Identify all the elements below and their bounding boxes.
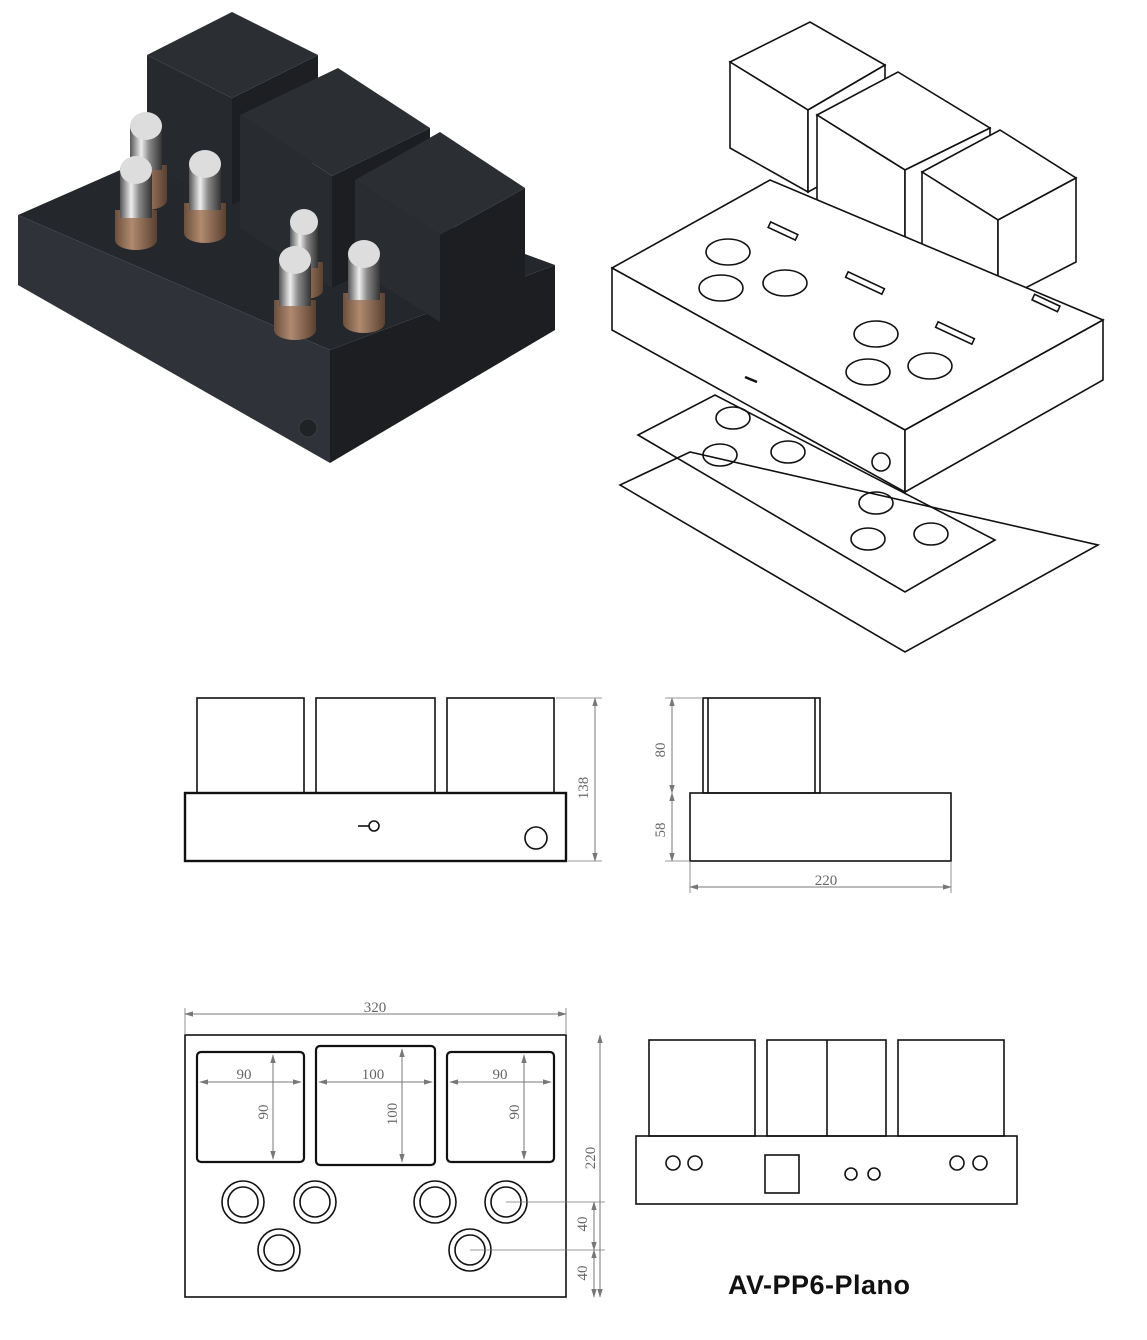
side-dimensions: 80 58 220	[653, 697, 952, 893]
top-view	[184, 1034, 567, 1298]
dim-tx-mid-w: 100	[362, 1067, 385, 1083]
top-dimensions: 320 220 90 90 100 100 90 90 40 40	[184, 1000, 605, 1298]
shaded-render	[18, 12, 555, 463]
dim-tx-right-h: 90	[507, 1105, 523, 1120]
rear-panel-view	[635, 1039, 1018, 1205]
exploded-view	[610, 21, 1105, 653]
dim-side-depth: 220	[815, 873, 838, 889]
front-elevation	[183, 697, 568, 863]
tube-6	[343, 240, 385, 333]
tube-5	[274, 246, 316, 340]
tube-3	[184, 150, 226, 243]
front-height-dimension: 138	[556, 697, 602, 862]
dim-tx-mid-h: 100	[385, 1103, 401, 1126]
chassis-side	[330, 265, 555, 463]
dim-front-height: 138	[576, 777, 592, 800]
power-inlet-icon	[764, 1154, 800, 1194]
transformer-right	[355, 132, 525, 322]
power-switch-icon	[298, 418, 318, 438]
rca-jack-icon	[665, 1155, 681, 1171]
top-socket-1	[221, 1180, 265, 1224]
top-socket-3	[413, 1180, 457, 1224]
dim-side-chassis: 58	[653, 823, 669, 838]
dim-top-width: 320	[364, 1000, 387, 1016]
dim-side-transformer: 80	[653, 743, 669, 758]
dim-top-depth: 220	[583, 1147, 599, 1170]
tube-2	[115, 156, 157, 250]
dim-socket-spacing: 40	[575, 1217, 591, 1232]
dim-tx-left-h: 90	[256, 1105, 272, 1120]
exploded-bottom-plate	[618, 451, 1101, 653]
dim-tx-left-w: 90	[237, 1067, 252, 1083]
chassis-front	[18, 215, 330, 463]
top-socket-2	[293, 1180, 337, 1224]
dim-socket-bottom: 40	[575, 1266, 591, 1281]
drawing-title: AV-PP6-Plano	[728, 1270, 911, 1300]
exploded-socket-plate	[636, 394, 997, 593]
exploded-chassis	[610, 179, 1105, 494]
top-socket-5	[257, 1228, 301, 1272]
dim-tx-right-w: 90	[493, 1067, 508, 1083]
side-elevation	[689, 697, 952, 862]
